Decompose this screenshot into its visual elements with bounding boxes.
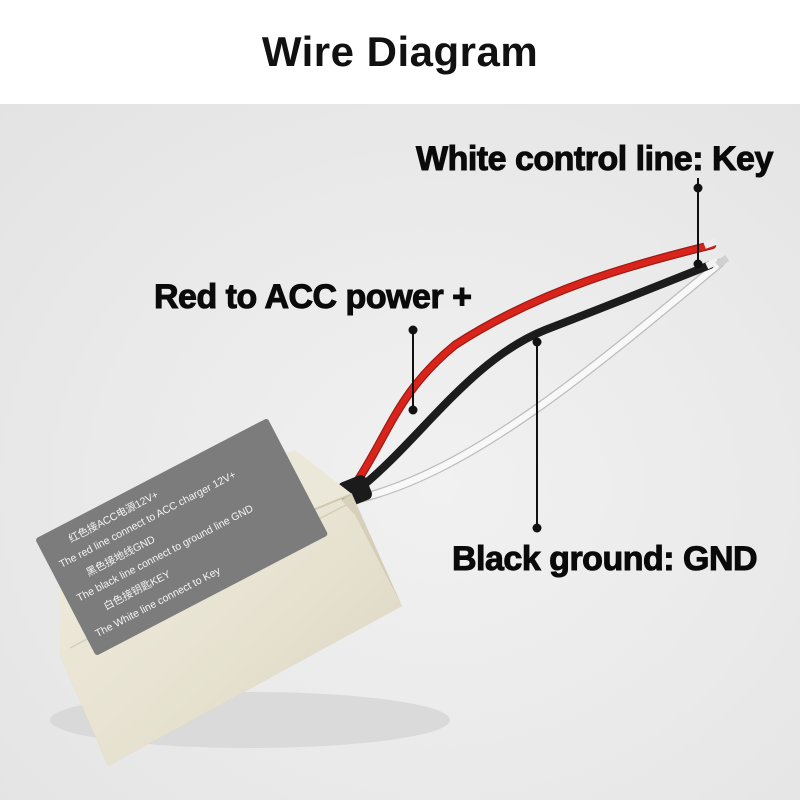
header: Wire Diagram bbox=[0, 0, 800, 104]
control-module: 红色接ACC电源12V+ The red line connect to ACC… bbox=[36, 418, 402, 766]
module-label: 红色接ACC电源12V+ The red line connect to ACC… bbox=[36, 418, 328, 655]
white-wire bbox=[357, 258, 725, 503]
black-wire bbox=[356, 261, 714, 492]
leader-black bbox=[532, 337, 542, 533]
page-title: Wire Diagram bbox=[261, 28, 539, 75]
leader-red bbox=[408, 325, 418, 415]
red-wire bbox=[353, 240, 717, 485]
wire-tips bbox=[703, 238, 730, 270]
leader-white bbox=[693, 178, 703, 269]
callout-white-control-line: White control line: Key bbox=[416, 140, 774, 179]
callout-red-acc-power: Red to ACC power + bbox=[154, 278, 473, 317]
callout-black-ground: Black ground: GND bbox=[451, 540, 758, 579]
